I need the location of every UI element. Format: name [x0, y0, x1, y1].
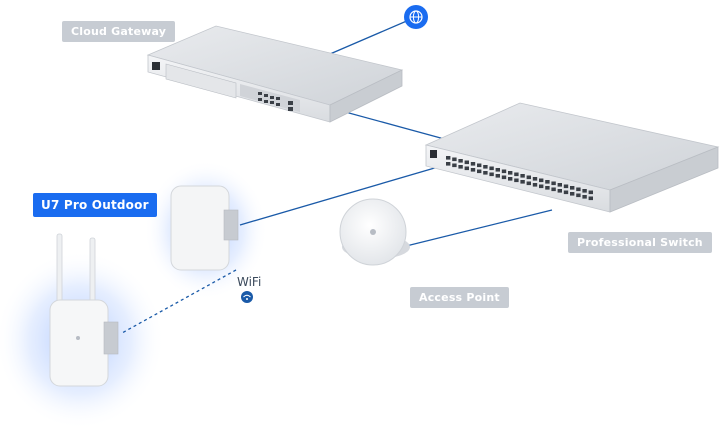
- switch-port: [532, 177, 538, 181]
- switch-port: [520, 180, 525, 184]
- switch-port: [588, 190, 593, 195]
- label-professional-switch: Professional Switch: [568, 232, 712, 253]
- switch-port: [495, 168, 500, 172]
- switch-port: [470, 168, 476, 172]
- outdoor-ap-device: [170, 185, 239, 271]
- switch-port: [570, 192, 575, 196]
- switch-port: [464, 160, 469, 165]
- switch-port: [570, 186, 575, 190]
- link-wifi-mesh: [121, 269, 237, 334]
- switch-port: [545, 186, 550, 190]
- cloud-gateway-device: [146, 25, 404, 123]
- switch-port: [563, 184, 569, 189]
- switch-port: [557, 189, 562, 193]
- switch-port: [526, 181, 531, 186]
- professional-switch-device: [424, 102, 720, 213]
- switch-port: [582, 189, 587, 193]
- link-switch-outdoor-ap: [239, 166, 439, 226]
- switch-port: [526, 175, 531, 180]
- switch-port: [446, 162, 451, 166]
- switch-port: [514, 172, 519, 177]
- switch-port: [508, 171, 513, 175]
- switch-port: [483, 171, 488, 175]
- switch-port: [501, 175, 507, 180]
- switch-port: [452, 157, 457, 162]
- label-access-point: Access Point: [410, 287, 509, 308]
- switch-port: [489, 172, 494, 177]
- switch-port: [477, 169, 482, 174]
- switch-port: [520, 174, 525, 178]
- switch-port: [458, 159, 463, 163]
- switch-port: [576, 193, 581, 198]
- wifi-icon: [241, 291, 253, 303]
- label-u7-pro-outdoor: U7 Pro Outdoor: [33, 193, 157, 217]
- switch-port: [576, 187, 581, 192]
- label-cloud-gateway: Cloud Gateway: [62, 21, 176, 42]
- switch-port: [563, 190, 569, 195]
- switch-port: [477, 163, 482, 168]
- switch-port: [582, 195, 587, 199]
- switch-port: [514, 178, 519, 183]
- u7-pro-outdoor-device: [49, 233, 119, 387]
- switch-port: [588, 196, 593, 201]
- access-point-device: [339, 198, 410, 266]
- globe-icon: [404, 5, 428, 29]
- switch-port: [501, 169, 507, 174]
- switch-port: [532, 183, 538, 187]
- switch-port: [551, 181, 556, 186]
- switch-port: [557, 183, 562, 187]
- switch-port: [495, 174, 500, 178]
- switch-port: [551, 187, 556, 192]
- switch-port: [539, 184, 544, 189]
- switch-port: [545, 180, 550, 184]
- switch-port: [464, 166, 469, 171]
- link-internet-gateway: [329, 16, 417, 55]
- switch-port: [508, 177, 513, 181]
- switch-port: [446, 156, 451, 160]
- switch-port: [489, 166, 494, 171]
- label-wifi: WiFi: [237, 275, 262, 289]
- switch-port: [452, 163, 457, 168]
- link-switch-access-point: [389, 209, 553, 251]
- switch-port: [470, 162, 476, 166]
- switch-port: [458, 165, 463, 169]
- switch-port: [539, 178, 544, 183]
- switch-port: [483, 165, 488, 169]
